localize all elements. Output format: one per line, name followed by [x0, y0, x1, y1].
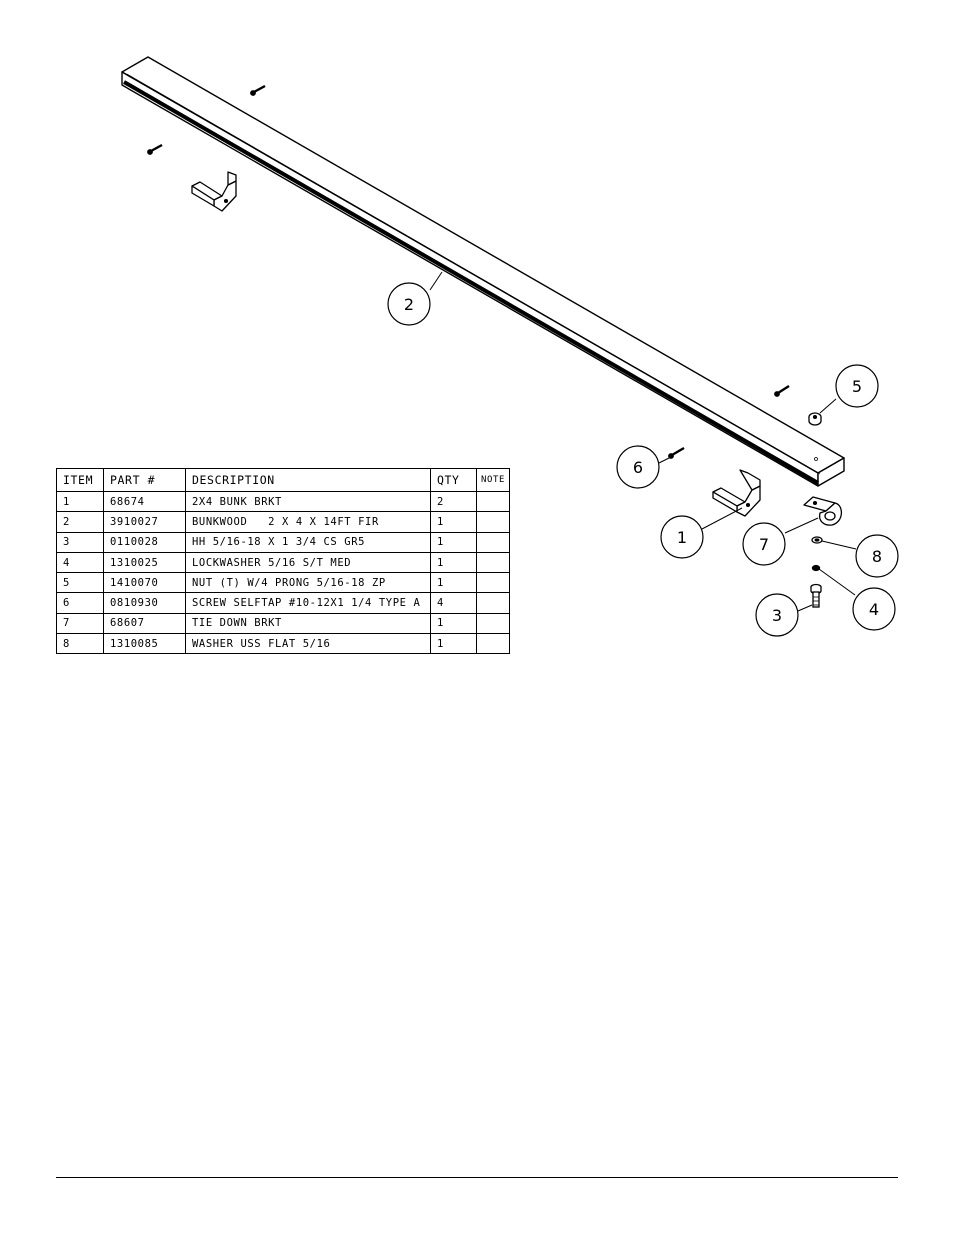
- parts-list-table: ITEM PART # DESCRIPTION QTY NOTE 1 68674…: [56, 468, 511, 655]
- cell-part-number: 68674: [103, 490, 186, 513]
- balloon-item-2: 2: [387, 282, 431, 326]
- screw-right: [774, 384, 790, 397]
- balloon-item-4: 4: [852, 587, 896, 631]
- cell-part-number: 0810930: [103, 592, 186, 614]
- svg-text:4: 4: [869, 600, 879, 619]
- bunk-bracket-lower: [712, 469, 761, 517]
- cell-qty: 1: [430, 612, 477, 635]
- cell-description: SCREW SELFTAP #10-12X1 1/4 TYPE A: [185, 592, 431, 614]
- cell-description: 2X4 BUNK BRKT: [185, 490, 431, 513]
- leader-lines: [429, 271, 857, 612]
- svg-text:6: 6: [633, 458, 643, 477]
- lockwasher: [811, 564, 821, 572]
- cell-note: [475, 633, 511, 655]
- table-row: 6 0810930 SCREW SELFTAP #10-12X1 1/4 TYP…: [56, 592, 511, 614]
- balloon-item-7: 7: [742, 522, 786, 566]
- balloon-item-3: 3: [755, 593, 799, 637]
- svg-text:3: 3: [772, 606, 782, 625]
- cell-qty: 1: [430, 551, 477, 574]
- cell-item: 5: [56, 572, 104, 594]
- cell-note: [475, 612, 511, 635]
- cell-part-number: 0110028: [103, 531, 186, 553]
- header-item: ITEM: [56, 468, 104, 492]
- cell-part-number: 1310025: [103, 551, 186, 574]
- table-row: 1 68674 2X4 BUNK BRKT 2: [56, 490, 511, 513]
- table-row: 2 3910027 BUNKWOOD 2 X 4 X 14FT FIR 1: [56, 511, 511, 533]
- cell-item: 2: [56, 511, 104, 533]
- svg-text:2: 2: [404, 295, 414, 314]
- table-row: 7 68607 TIE DOWN BRKT 1: [56, 612, 511, 635]
- svg-text:8: 8: [872, 547, 882, 566]
- table-row: 5 1410070 NUT (T) W/4 PRONG 5/16-18 ZP 1: [56, 572, 511, 594]
- table-row: 3 0110028 HH 5/16-18 X 1 3/4 CS GR5 1: [56, 531, 511, 553]
- header-part-number: PART #: [103, 468, 186, 492]
- balloon-item-1: 1: [660, 515, 704, 559]
- cell-note: [475, 531, 511, 553]
- cell-description: LOCKWASHER 5/16 S/T MED: [185, 551, 431, 574]
- bunk-bracket-upper: [191, 171, 237, 212]
- cell-item: 4: [56, 551, 104, 574]
- table-row: 4 1310025 LOCKWASHER 5/16 S/T MED 1: [56, 551, 511, 574]
- cell-note: [475, 511, 511, 533]
- nut-item-5: [808, 412, 822, 426]
- cell-description: TIE DOWN BRKT: [185, 612, 431, 635]
- svg-text:5: 5: [852, 377, 862, 396]
- header-note: NOTE: [475, 468, 511, 492]
- tie-down-bracket: [803, 496, 843, 526]
- balloon-item-6: 6: [616, 445, 660, 489]
- svg-text:1: 1: [677, 528, 687, 547]
- cell-part-number: 68607: [103, 612, 186, 635]
- cell-item: 6: [56, 592, 104, 614]
- cell-description: WASHER USS FLAT 5/16: [185, 633, 431, 655]
- balloon-item-8: 8: [855, 534, 899, 578]
- table-row: 8 1310085 WASHER USS FLAT 5/16 1: [56, 633, 511, 655]
- cell-qty: 4: [430, 592, 477, 614]
- table-header-row: ITEM PART # DESCRIPTION QTY NOTE: [56, 468, 511, 492]
- cell-note: [475, 572, 511, 594]
- cell-qty: 1: [430, 531, 477, 553]
- bolt: [810, 583, 822, 608]
- cell-part-number: 1310085: [103, 633, 186, 655]
- header-qty: QTY: [430, 468, 477, 492]
- cell-note: [475, 592, 511, 614]
- footer-rule: [56, 1177, 898, 1178]
- cell-item: 3: [56, 531, 104, 553]
- balloon-item-5: 5: [835, 364, 879, 408]
- cell-part-number: 3910027: [103, 511, 186, 533]
- svg-text:7: 7: [759, 535, 769, 554]
- cell-item: 8: [56, 633, 104, 655]
- flat-washer: [811, 536, 823, 544]
- cell-item: 7: [56, 612, 104, 635]
- screw-top: [250, 84, 266, 96]
- cell-description: NUT (T) W/4 PRONG 5/16-18 ZP: [185, 572, 431, 594]
- cell-qty: 1: [430, 572, 477, 594]
- cell-description: BUNKWOOD 2 X 4 X 14FT FIR: [185, 511, 431, 533]
- cell-part-number: 1410070: [103, 572, 186, 594]
- cell-note: [475, 490, 511, 513]
- cell-item: 1: [56, 490, 104, 513]
- header-description: DESCRIPTION: [185, 468, 431, 492]
- cell-description: HH 5/16-18 X 1 3/4 CS GR5: [185, 531, 431, 553]
- cell-qty: 1: [430, 511, 477, 533]
- bunkwood-board: [121, 56, 845, 487]
- cell-qty: 1: [430, 633, 477, 655]
- cell-note: [475, 551, 511, 574]
- screw-left: [147, 143, 163, 155]
- cell-qty: 2: [430, 490, 477, 513]
